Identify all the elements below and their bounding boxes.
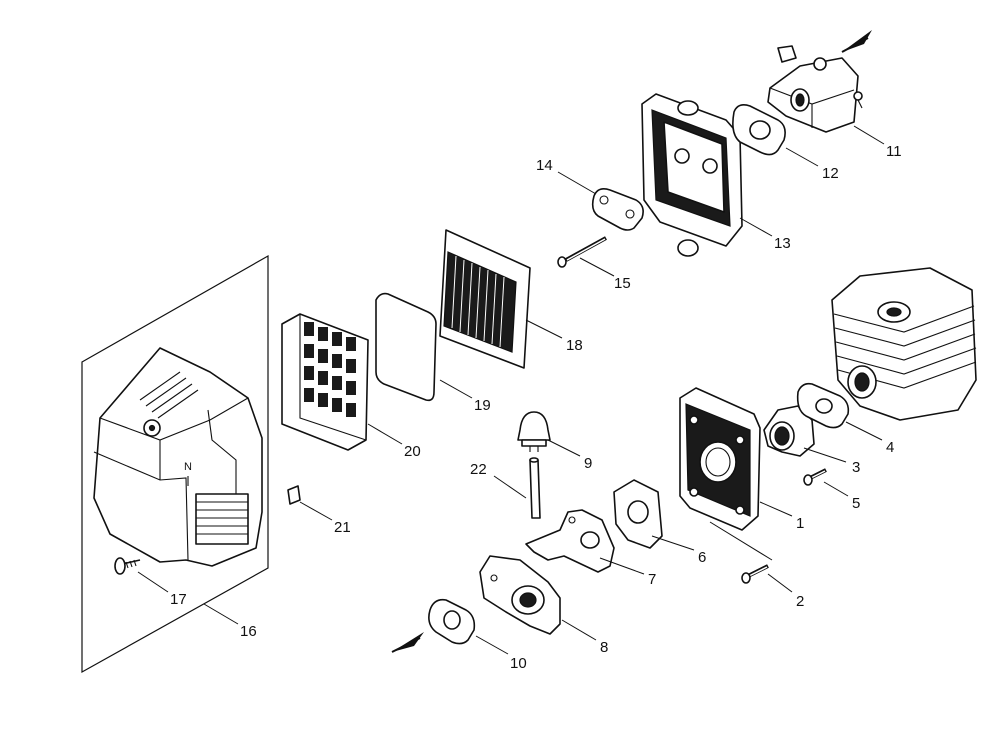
leader-lines [137,125,885,655]
filter-base-part [641,93,743,257]
air-cleaner-cover-part: N [93,347,263,567]
foam-pad-part [375,292,437,402]
pre-filter-part [281,313,369,451]
callout-6: 6 [698,549,706,566]
callout-3: 3 [852,459,860,476]
callout-15: 15 [614,275,631,292]
callout-14: 14 [536,157,553,174]
callout-21: 21 [334,519,351,536]
callout-2: 2 [796,593,804,610]
pin-part [529,457,541,519]
long-bolt-part [557,236,607,268]
callout-labels: 1 2 3 4 5 6 7 8 9 10 11 12 13 14 15 16 1… [170,143,902,672]
callout-10: 10 [510,655,527,672]
callout-20: 20 [404,443,421,460]
callout-22: 22 [470,461,487,478]
cover-screw-part [114,557,141,575]
bracket-plate-part [525,509,615,573]
callout-19: 19 [474,397,491,414]
callout-5: 5 [852,495,860,512]
intake-elbow-part [763,405,815,457]
carburetor-gasket-part [732,104,786,156]
callout-7: 7 [648,571,656,588]
screw-2-part [741,564,769,584]
callout-16: 16 [240,623,257,640]
callout-1: 1 [796,515,804,532]
callout-11: 11 [886,143,902,160]
callout-18: 18 [566,337,583,354]
small-label-part [287,485,301,505]
cylinder-part [831,267,977,421]
gasket-10-part [428,598,476,645]
carburetor-part [767,45,863,133]
screw-5-part [803,468,827,486]
cover-assembly-panel [81,254,269,674]
callout-9: 9 [584,455,592,472]
callout-13: 13 [774,235,791,252]
svg-text:N: N [184,461,192,473]
insulator-part [613,479,663,549]
callout-17: 17 [170,591,187,608]
callout-8: 8 [600,639,608,656]
primer-bulb-part [517,411,551,452]
intake-block-part [679,387,761,531]
filter-element-part [439,229,531,369]
callout-4: 4 [886,439,894,456]
direction-arrow-icon [842,30,872,52]
callout-12: 12 [822,165,839,182]
cover-plate-part [591,188,644,231]
cylinder-gasket-part [796,382,850,429]
carburetor-adapter-part [479,555,561,635]
